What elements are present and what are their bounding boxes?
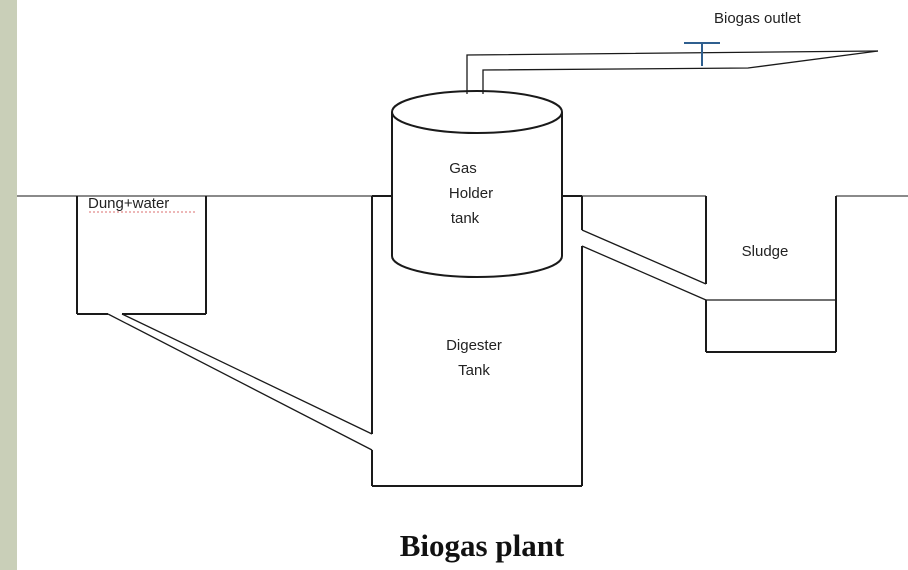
digester-tank	[371, 195, 583, 487]
digester-label-line1: Digester	[446, 337, 502, 354]
sludge-tank	[705, 196, 837, 353]
outlet-pipe	[581, 229, 707, 301]
valve-icon	[684, 42, 720, 66]
digester-label-line2: Tank	[458, 362, 490, 379]
sludge-tank-label: Sludge	[742, 243, 789, 260]
side-strip	[0, 0, 17, 570]
gas-holder-label-line1: Gas	[449, 160, 477, 177]
gas-holder-tank	[391, 90, 563, 278]
inlet-tank-label: Dung+water	[88, 195, 169, 212]
biogas-outlet-label: Biogas outlet	[714, 10, 802, 27]
gas-holder-label-line3: tank	[451, 210, 480, 227]
diagram-title: Biogas plant	[400, 528, 565, 563]
biogas-outlet-pipe	[466, 50, 879, 94]
inlet-tank	[76, 196, 207, 315]
gas-holder-label-line2: Holder	[449, 185, 493, 202]
inlet-pipe	[107, 313, 373, 451]
